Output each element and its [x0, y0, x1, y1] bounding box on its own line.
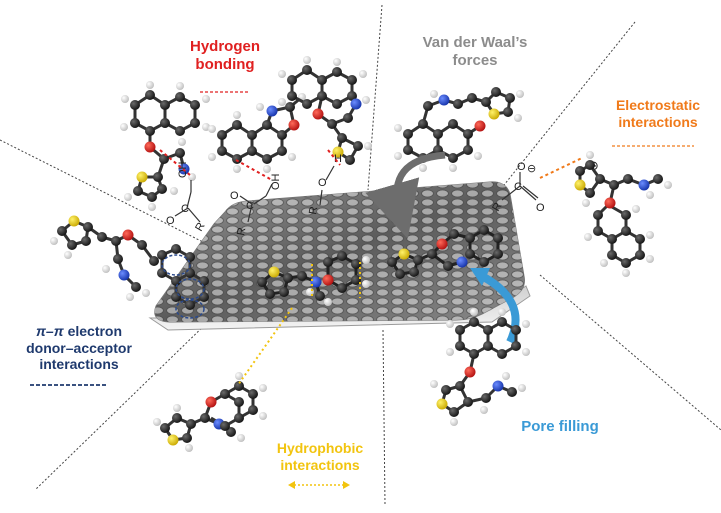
molecule-pipi [50, 215, 209, 319]
hydrophobic-label-line2: interactions [280, 456, 360, 473]
pipi-label-line2: donor–acceptor [26, 339, 132, 356]
electrostatic-label-line1: Electrostatic [615, 97, 701, 113]
molecule-hydrophobic [153, 372, 267, 452]
electrostatic-label: Electrostatic interactions [595, 97, 721, 130]
c-symbol: C [246, 200, 254, 212]
hydrophobic-label-line1: Hydrophobic [276, 440, 364, 456]
hydrophobic-label: Hydrophobic interactions [255, 440, 385, 473]
o-symbol: O [318, 177, 327, 189]
pipi-label: π–π electron donor–acceptor interactions [4, 323, 154, 373]
van-der-waals-label: Van der Waal’s forces [405, 34, 545, 69]
divider-line [539, 274, 721, 431]
molecule-van-der-waals [394, 87, 524, 172]
electrostatic-label-line2: interactions [618, 113, 698, 130]
electrostatic-dashes [539, 157, 583, 179]
divider-line [34, 319, 211, 491]
oh-symbol: OH [270, 173, 282, 190]
label-underlines [30, 91, 694, 489]
hydrogen-bonding-label: Hydrogen bonding [170, 38, 280, 73]
molecule-in-pore [387, 225, 503, 279]
c-symbol: C [514, 181, 522, 193]
o-symbol: O [536, 202, 545, 214]
molecule-hbond-left [120, 81, 210, 211]
o-symbol: O [166, 215, 175, 227]
carboxyl-group-left: R C O OH [166, 161, 208, 233]
o-symbol: O [517, 161, 526, 173]
molecule-hbond-right [278, 56, 372, 165]
molecule-on-sheet-center [257, 251, 370, 306]
r-symbol: R [307, 206, 320, 216]
hydrophobic-arrowhead-right [343, 481, 350, 489]
pipi-label-electron: electron [63, 323, 123, 339]
hydrogen-bonding-label-line1: Hydrogen [189, 38, 260, 55]
pipi-symbol: π–π [35, 323, 64, 339]
hydroxyl-group: R O H [307, 153, 342, 216]
minus-sign: ⊖ [527, 163, 536, 175]
molecule-hbond-middle [208, 93, 306, 173]
o-symbol: O [230, 190, 239, 202]
divider-line [367, 4, 383, 191]
divider-line [382, 329, 386, 506]
c-symbol: C [181, 203, 189, 215]
h-symbol: H [334, 153, 342, 165]
van-der-waals-label-line1: Van der Waal’s [422, 34, 528, 51]
hydrophobic-arrowhead-left [288, 481, 295, 489]
pipi-label-line1: π–π electron [4, 323, 154, 340]
van-der-waals-label-line2: forces [452, 51, 498, 69]
pore-filling-arrowhead [470, 268, 490, 286]
r-symbol: R [235, 227, 248, 237]
hydrogen-bonding-label-line2: bonding [195, 55, 255, 73]
hydrophobic-arrows [237, 262, 361, 386]
pipi-label-line3: interactions [39, 356, 119, 373]
carboxyl-group-middle: R C O OH [230, 173, 282, 236]
r-symbol: R [193, 221, 207, 234]
hbond-functional-groups: R C O OH R C O OH R O H [159, 149, 342, 237]
pore-filling-label: Pore filling [510, 418, 610, 436]
van-der-waals-arrow [365, 151, 446, 239]
divider-lines [0, 4, 721, 506]
pore-filling-label-text: Pore filling [521, 418, 599, 435]
molecule-electrostatic [574, 151, 672, 277]
hbond-dashes [159, 149, 341, 181]
molecule-pore-filling [430, 308, 530, 426]
